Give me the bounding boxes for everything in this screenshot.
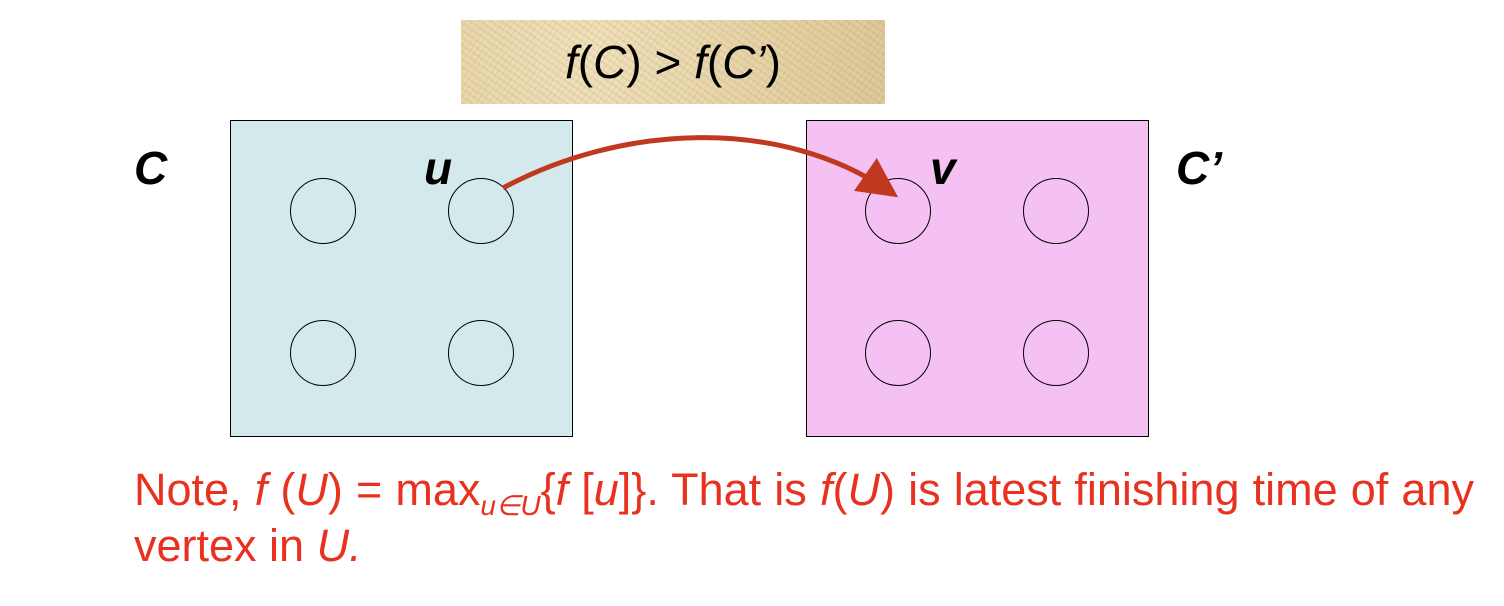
vertex-v-label: v: [930, 142, 956, 194]
banner-paren-4: ): [765, 36, 781, 88]
note-set-u-2: U: [847, 464, 880, 515]
note-paren: (: [832, 464, 848, 515]
note-text: Note, f (U) = maxu∈U{f [u]}. That is f(U…: [134, 462, 1474, 574]
vertex-cp-bottom-right: [1023, 320, 1089, 386]
component-c-prime-label: C’: [1176, 142, 1222, 194]
banner-component-c-prime: C’: [722, 36, 766, 88]
note-set-u-3: U.: [316, 520, 362, 571]
note-bracket: [: [568, 464, 594, 515]
vertex-u-label: u: [424, 142, 453, 194]
note-brace: {: [540, 464, 556, 515]
vertex-c-top-left: [290, 178, 356, 244]
note-part-2: (: [267, 464, 296, 515]
banner-text: f(C) > f(C’): [565, 35, 781, 89]
note-max: ) = max: [327, 464, 481, 515]
vertex-v: [865, 178, 931, 244]
note-part-6: ]}. That is: [618, 464, 820, 515]
vertex-u: [448, 178, 514, 244]
banner-paren-3: (: [706, 36, 723, 88]
banner-paren-1: (: [577, 36, 594, 88]
note-f3: f: [819, 464, 833, 515]
note-set-u-1: U: [295, 464, 328, 515]
banner-f1: f: [565, 36, 578, 88]
vertex-cp-top-right: [1023, 178, 1089, 244]
banner-gt: ) >: [626, 36, 695, 88]
note-subscript: u∈U: [480, 490, 541, 521]
component-c-label: C: [134, 142, 168, 194]
note-u: u: [593, 464, 619, 515]
note-part-1: Note,: [134, 464, 255, 515]
note-part-8: ) is latest finishing time of any vertex…: [134, 464, 1474, 571]
vertex-c-bottom-left: [290, 320, 356, 386]
inequality-banner: f(C) > f(C’): [461, 20, 885, 104]
component-c-prime-box: [806, 120, 1149, 437]
vertex-cp-bottom-left: [865, 320, 931, 386]
note-f2: f: [555, 464, 569, 515]
banner-f2: f: [694, 36, 707, 88]
banner-component-c: C: [593, 36, 627, 88]
component-c-box: [230, 120, 573, 437]
vertex-c-bottom-right: [448, 320, 514, 386]
note-f1: f: [254, 464, 268, 515]
